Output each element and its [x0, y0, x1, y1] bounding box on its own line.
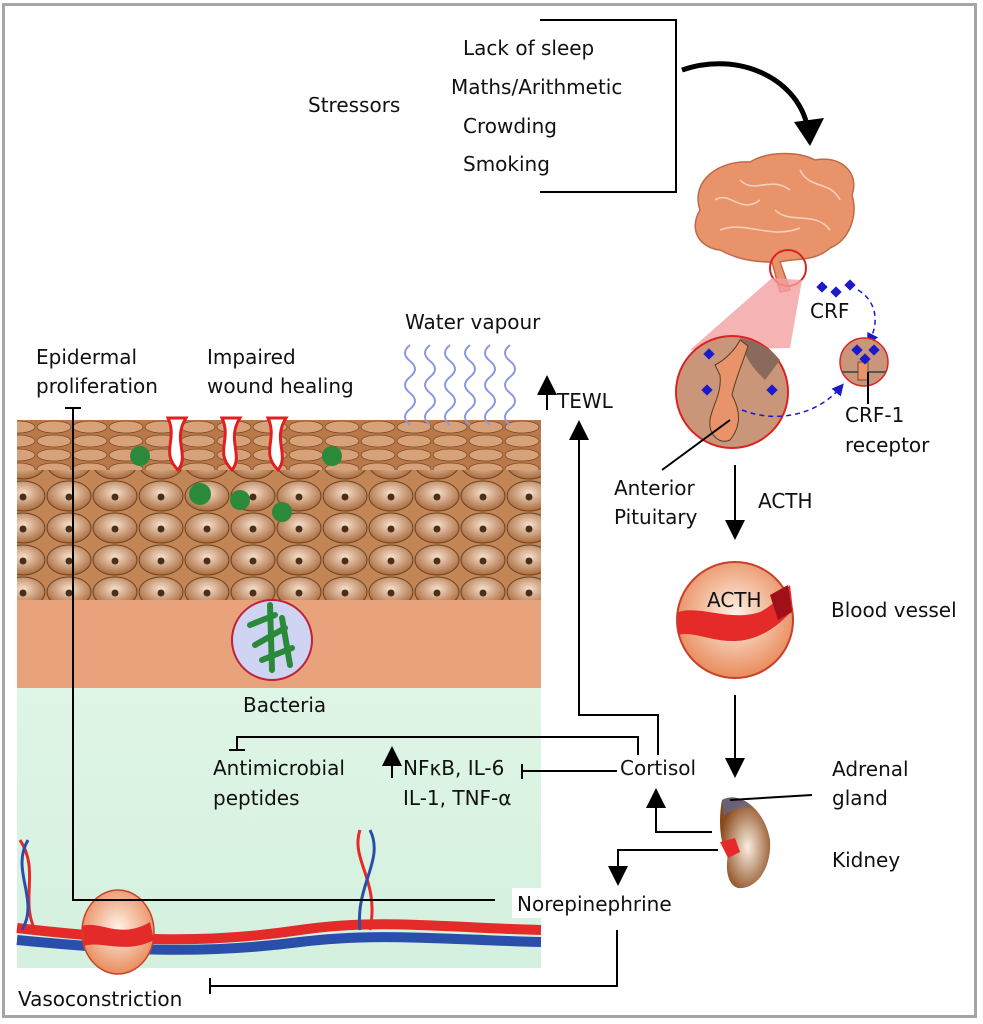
norepinephrine-to-vasoconstriction-line — [210, 930, 618, 987]
skin-section — [16, 416, 542, 975]
crf-label: CRF — [810, 299, 849, 323]
pituitary-pointer — [661, 419, 731, 471]
norepinephrine-label-bg — [512, 888, 680, 918]
norepinephrine-inhibits-proliferation-line — [72, 408, 495, 901]
crf1-label-line2: receptor — [845, 433, 930, 457]
wound-gaps — [165, 416, 289, 473]
anterior-pituitary-line2: Pituitary — [614, 505, 698, 529]
crf1-receptor-circle — [839, 337, 889, 387]
wound-label-line2: wound healing — [207, 374, 354, 398]
norepinephrine-label: Norepinephrine — [517, 892, 672, 916]
blood-vessel-label: Blood vessel — [831, 598, 957, 622]
crf-release-dashed-arrow — [741, 383, 844, 418]
curved-arrow — [681, 61, 811, 131]
brain-icon — [694, 152, 855, 293]
capillary-blue — [20, 839, 30, 931]
crf1-label-line1: CRF-1 — [845, 403, 904, 427]
stressors-group: Stressors Lack of sleep Maths/Arithmetic… — [308, 19, 824, 193]
amp-label-line1: Antimicrobial — [213, 756, 345, 780]
acth-in-vessel-label: ACTH — [707, 588, 762, 612]
adrenal-gland-line2: gland — [832, 786, 888, 810]
crf-markers — [816, 279, 856, 298]
water-vapour-label: Water vapour — [405, 310, 541, 334]
anterior-pituitary-line1: Anterior — [614, 476, 696, 500]
crf-dashed-arrow — [857, 289, 879, 346]
capillary-blue — [357, 829, 376, 931]
kidney-label: Kidney — [832, 848, 900, 872]
water-vapour-waves — [404, 344, 516, 426]
zoom-cone — [690, 278, 802, 350]
cortisol-label: Cortisol — [620, 756, 696, 780]
cytokines-label-line1: NFκB, IL-6 — [403, 756, 504, 780]
stressors-title: Stressors — [308, 93, 400, 117]
epidermal-label-line2: proliferation — [36, 374, 158, 398]
wound-label-line1: Impaired — [207, 345, 296, 369]
cortisol-to-tewl-arrow — [569, 420, 659, 755]
bacteria-label: Bacteria — [243, 693, 326, 717]
tewl-label: TEWL — [556, 389, 614, 413]
stressors-bracket — [540, 19, 677, 193]
bacteria-clusters — [130, 446, 342, 522]
stressor-item: Crowding — [463, 114, 557, 138]
adrenal-pointer — [729, 794, 813, 801]
vasoconstriction-circle — [81, 889, 155, 975]
adrenal-to-cortisol-arrow — [646, 788, 712, 833]
stressor-item: Smoking — [463, 152, 550, 176]
cytokines-label-line2: IL-1, TNF-α — [403, 786, 511, 810]
bacteria-zoom-circle — [231, 599, 313, 681]
adrenal-to-norepinephrine-arrow — [608, 849, 718, 886]
curved-arrow-head — [794, 118, 824, 146]
vasoconstriction-label: Vasoconstriction — [18, 987, 182, 1011]
stressor-item: Maths/Arithmetic — [451, 75, 622, 99]
stressor-item: Lack of sleep — [463, 36, 594, 60]
capillary-red — [356, 829, 374, 931]
epidermal-label-line1: Epidermal — [36, 345, 137, 369]
blood-vessel-circle — [676, 561, 794, 679]
pituitary-zoom-circle — [675, 335, 789, 449]
cortisol-inhibits-amp-line — [236, 736, 639, 755]
spinous-layer — [17, 470, 541, 600]
amp-label-line2: peptides — [213, 786, 300, 810]
adrenal-gland-line1: Adrenal — [832, 757, 909, 781]
kidney-icon — [720, 797, 771, 889]
acth-arrow-label: ACTH — [758, 489, 813, 513]
